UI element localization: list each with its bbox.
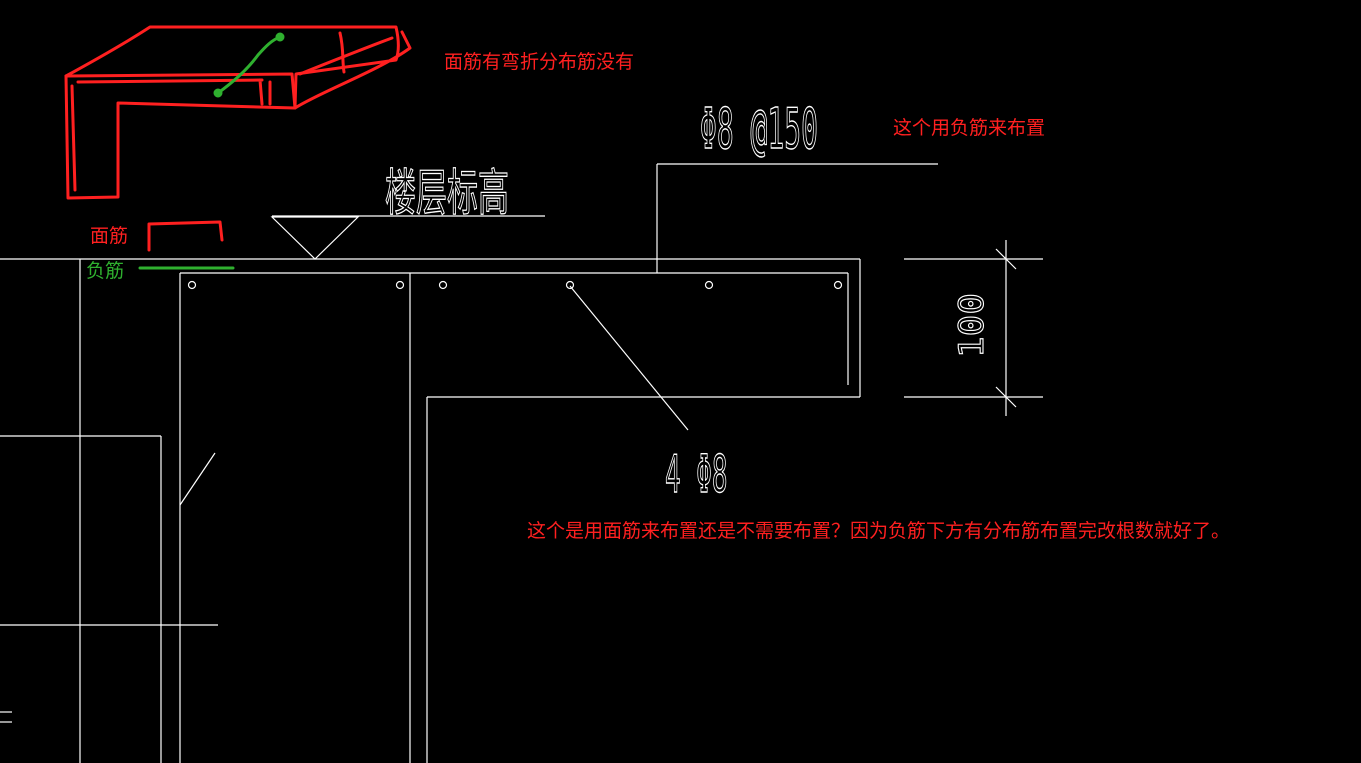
sketch-green-rebar <box>138 32 285 270</box>
question-note: 这个是用面筋来布置还是不需要布置？因为负筋下方有分布筋布置完改根数就好了。 <box>527 520 1230 542</box>
bottom-rebar-leader <box>569 285 689 431</box>
bar-end-dot <box>275 32 285 42</box>
rebar-dot <box>704 280 714 290</box>
rebar-dot <box>565 280 575 290</box>
rebar-spec-note: 这个用负筋来布置 <box>893 117 1045 139</box>
face-bar-symbol <box>147 220 224 252</box>
sketch-note: 面筋有弯折分布筋没有 <box>444 51 634 73</box>
cad-linework <box>0 163 1043 763</box>
rebar-dot <box>833 280 843 290</box>
rebar-spec: Φ8 @150 <box>700 97 818 162</box>
rebar-dot <box>438 280 448 290</box>
sketch-top-face <box>64 25 412 110</box>
rebar-dots <box>187 280 843 290</box>
bar-end-dot <box>213 88 223 98</box>
sketch-front-face <box>64 72 297 200</box>
legend-negative-bar: 负筋 <box>86 260 124 282</box>
dim-tick-bottom <box>995 386 1017 408</box>
legend-face-bar: 面筋 <box>90 225 128 247</box>
hook-line <box>179 452 216 506</box>
elevation-marker <box>270 216 360 260</box>
dim-tick-top <box>995 248 1017 270</box>
distribution-bar-sketch <box>216 35 282 95</box>
rebar-dot <box>187 280 197 290</box>
sketch-inner-lines <box>70 31 394 192</box>
elevation-label: 楼层标高 <box>385 163 509 222</box>
rebar-dot <box>395 280 405 290</box>
bottom-rebar-spec: 4 Φ8 <box>665 444 728 505</box>
sketch-red-slab <box>64 25 412 252</box>
dimension-value: 100 <box>953 293 992 358</box>
